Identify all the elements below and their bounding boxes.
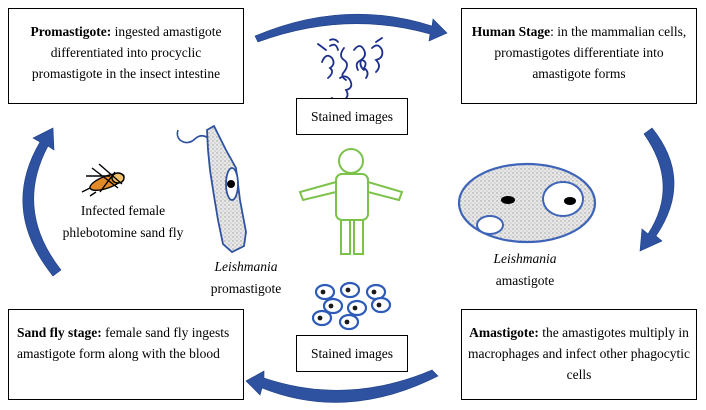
arrow-left-up bbox=[22, 127, 62, 277]
promastigote-form-label: promastigote bbox=[210, 281, 282, 296]
human-figure bbox=[298, 148, 404, 255]
stained-images-bottom: Stained images bbox=[296, 335, 408, 372]
flagellum bbox=[176, 129, 213, 144]
human-stage-box: Human Stage: in the mammalian cells, pro… bbox=[461, 8, 697, 104]
amastigote-stage-box: Amastigote: the amastigotes multiply in … bbox=[461, 309, 697, 400]
cycle-arrows bbox=[22, 13, 675, 403]
promastigote-cell-drawing bbox=[176, 124, 247, 254]
stained-images-top-label: Stained images bbox=[310, 109, 394, 124]
stained-images-top: Stained images bbox=[296, 98, 408, 135]
sand-fly-icon bbox=[81, 163, 125, 197]
promastigote-stage-text: ingested amastigote differentiated into … bbox=[31, 24, 222, 81]
human-stage-title: Human Stage bbox=[471, 24, 551, 39]
infected-label-line2: phlebotomine sand fly bbox=[62, 225, 184, 240]
arrow-right-down bbox=[639, 127, 675, 252]
sand-fly-stage-title: Sand fly stage: bbox=[17, 325, 102, 340]
stained-images-bottom-label: Stained images bbox=[310, 346, 394, 361]
leishmania-amastigote-label: Leishmania amastigote bbox=[470, 249, 580, 291]
promastigote-genus-label: Leishmania bbox=[214, 259, 278, 274]
leishmania-promastigote-label: Leishmania promastigote bbox=[186, 257, 306, 299]
infected-sand-fly-label: Infected female phlebotomine sand fly bbox=[48, 201, 198, 243]
infected-label-line1: Infected female bbox=[80, 203, 166, 218]
promastigote-stage-box: Promastigote: ingested amastigote differ… bbox=[8, 8, 244, 104]
amastigote-cell-drawing bbox=[457, 162, 597, 244]
promastigote-stained-icons bbox=[317, 37, 384, 103]
amastigote-genus-label: Leishmania bbox=[493, 251, 557, 266]
amastigote-stage-text: the amastigotes multiply in macrophages … bbox=[468, 325, 690, 382]
sand-fly-stage-text: female sand fly ingests amastigote form … bbox=[17, 325, 230, 361]
promastigote-stage-title: Promastigote: bbox=[30, 24, 112, 39]
sand-fly-stage-box: Sand fly stage: female sand fly ingests … bbox=[8, 309, 244, 400]
amastigote-form-label: amastigote bbox=[495, 273, 555, 288]
arrow-bottom-left bbox=[245, 369, 439, 403]
amastigote-stage-title: Amastigote: bbox=[469, 325, 539, 340]
arrow-top-right bbox=[254, 13, 448, 43]
amastigote-stained-icons bbox=[311, 281, 392, 331]
human-stage-text: : in the mammalian cells, promastigotes … bbox=[494, 24, 687, 81]
